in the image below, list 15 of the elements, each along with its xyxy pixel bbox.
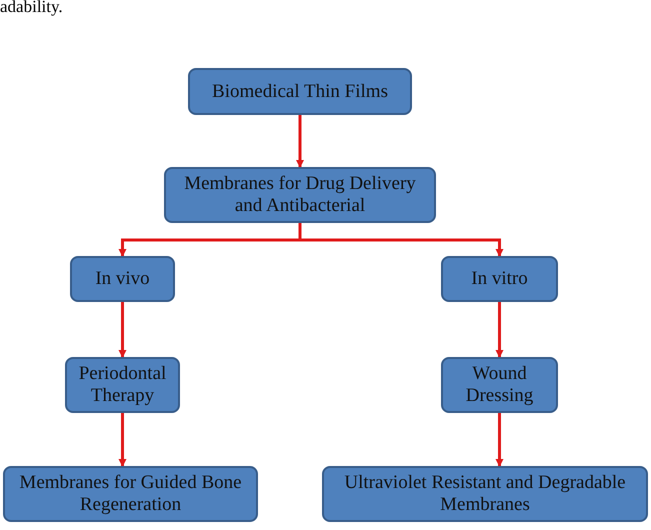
- process-box: Membranes for Drug Delivery and Antibacterial: [164, 167, 436, 223]
- process-box: In vivo: [70, 256, 175, 302]
- process-box: Ultraviolet Resistant and Degradable Membranes: [322, 466, 648, 522]
- text-fragment: adability.: [0, 0, 63, 18]
- arrow: [298, 223, 504, 257]
- arrow: [118, 413, 126, 467]
- arrow: [296, 115, 304, 168]
- process-box: Periodontal Therapy: [65, 357, 180, 413]
- process-box: Wound Dressing: [441, 357, 558, 413]
- arrow: [496, 413, 504, 467]
- arrow: [118, 302, 126, 358]
- process-box: Biomedical Thin Films: [188, 68, 412, 115]
- process-box: In vitro: [441, 256, 558, 302]
- process-box: Membranes for Guided Bone Regeneration: [3, 466, 258, 522]
- arrow: [496, 302, 504, 358]
